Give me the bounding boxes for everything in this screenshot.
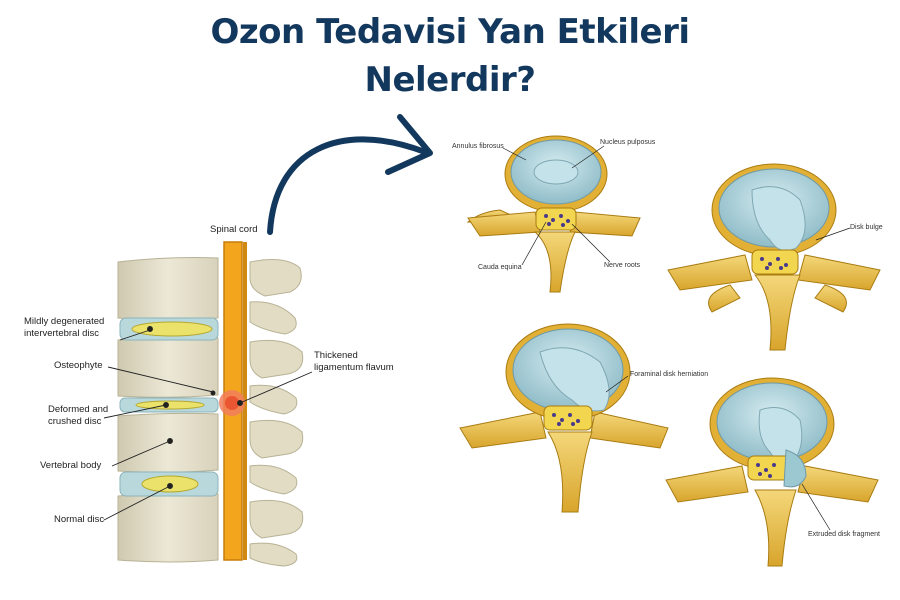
spine-column [103, 241, 313, 567]
label-deformed-1: Deformed and [48, 404, 109, 415]
label-deformed-2: crushed disc [48, 416, 102, 427]
label-spinal-cord: Spinal cord [210, 224, 258, 235]
vertebra-extruded [665, 377, 879, 567]
label-ligament-2: ligamentum flavum [314, 362, 394, 373]
label-bulge: Disk bulge [850, 224, 883, 231]
label-ligament-1: Thickened [314, 350, 358, 361]
label-mild-disc-2: intervertebral disc [24, 328, 99, 339]
label-osteophyte: Osteophyte [54, 360, 103, 371]
title-line-2: Nelerdir? [364, 60, 536, 100]
label-nerve-roots: Nerve roots [604, 262, 641, 269]
label-nucleus: Nucleus pulposus [600, 139, 656, 146]
label-mild-disc-1: Mildly degenerated [24, 316, 105, 327]
label-cauda: Cauda equina [478, 264, 522, 271]
mild-disc [119, 317, 219, 341]
vertebra-foraminal [459, 323, 669, 513]
crushed-disc [119, 397, 219, 413]
label-vertebral-body: Vertebral body [40, 460, 102, 471]
vertebra-normal [466, 135, 641, 293]
curved-arrow-icon [267, 114, 433, 235]
vertebra-bulge [667, 163, 881, 351]
page-title: Ozon Tedavisi Yan Etkileri Nelerdir? [0, 8, 900, 104]
label-normal-disc: Normal disc [54, 514, 105, 525]
label-extruded: Extruded disk fragment [808, 531, 880, 538]
title-line-1: Ozon Tedavisi Yan Etkileri [210, 12, 690, 52]
label-annulus: Annulus fibrosus [452, 143, 504, 150]
label-foraminal: Foraminal disk herniation [630, 371, 709, 378]
